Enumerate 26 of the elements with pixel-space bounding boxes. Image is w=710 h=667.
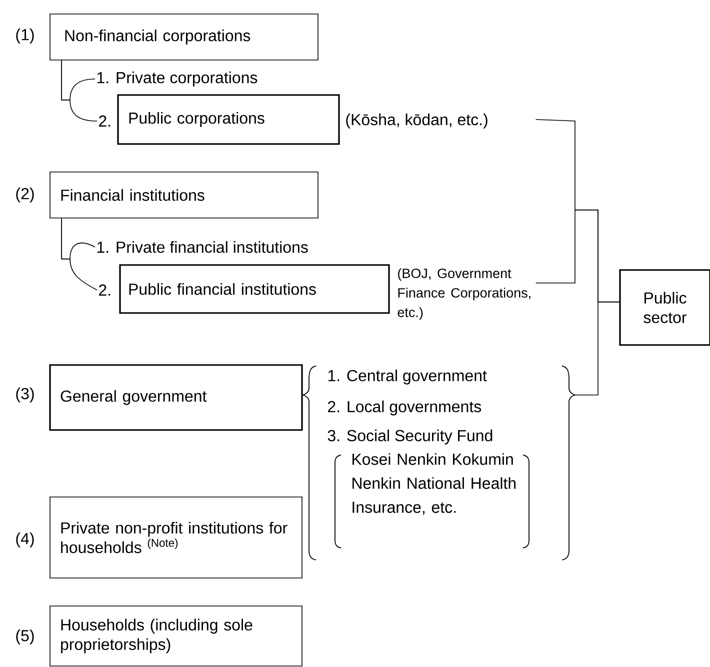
item-number: (1) xyxy=(16,28,34,44)
category-box: Private non-profit institutions for households $^{(Note)}$ xyxy=(50,496,302,578)
list-item: 1. Private corporations xyxy=(97,72,258,86)
item-number: (3) xyxy=(16,388,34,402)
connector-line xyxy=(61,60,98,122)
list-item: 2. Local governments xyxy=(328,400,482,416)
item-number: (5) xyxy=(16,630,34,644)
list-item: 1. Private financial institutions xyxy=(97,241,308,253)
connector-line xyxy=(61,218,98,290)
sector-box: Public sector xyxy=(619,269,710,346)
note-text: (Kōsha, kōdan, etc.) xyxy=(346,114,488,128)
category-box: General government xyxy=(49,364,303,431)
list-item: 3. Social Security Fund xyxy=(328,430,492,444)
list-item: Kosei Nenkin Kokumin Nenkin National Health Insurance, etc. xyxy=(352,453,516,515)
item-number: (4) xyxy=(16,532,34,548)
note-text: (BOJ, Government Finance Corporations, etc.) xyxy=(398,268,530,320)
category-box: Public corporations xyxy=(117,94,340,145)
connector-line xyxy=(574,302,620,396)
list-item: 1. Central government xyxy=(328,370,487,384)
item-number: (2) xyxy=(16,188,34,202)
category-box: Financial institutions xyxy=(50,172,318,218)
item-number: 2. xyxy=(99,284,110,296)
item-number: 2. xyxy=(99,115,110,127)
category-box: Public financial institutions xyxy=(119,264,390,314)
category-box: Households (including sole proprietorships) xyxy=(50,606,302,666)
category-box: Non-financial corporations xyxy=(50,14,318,60)
